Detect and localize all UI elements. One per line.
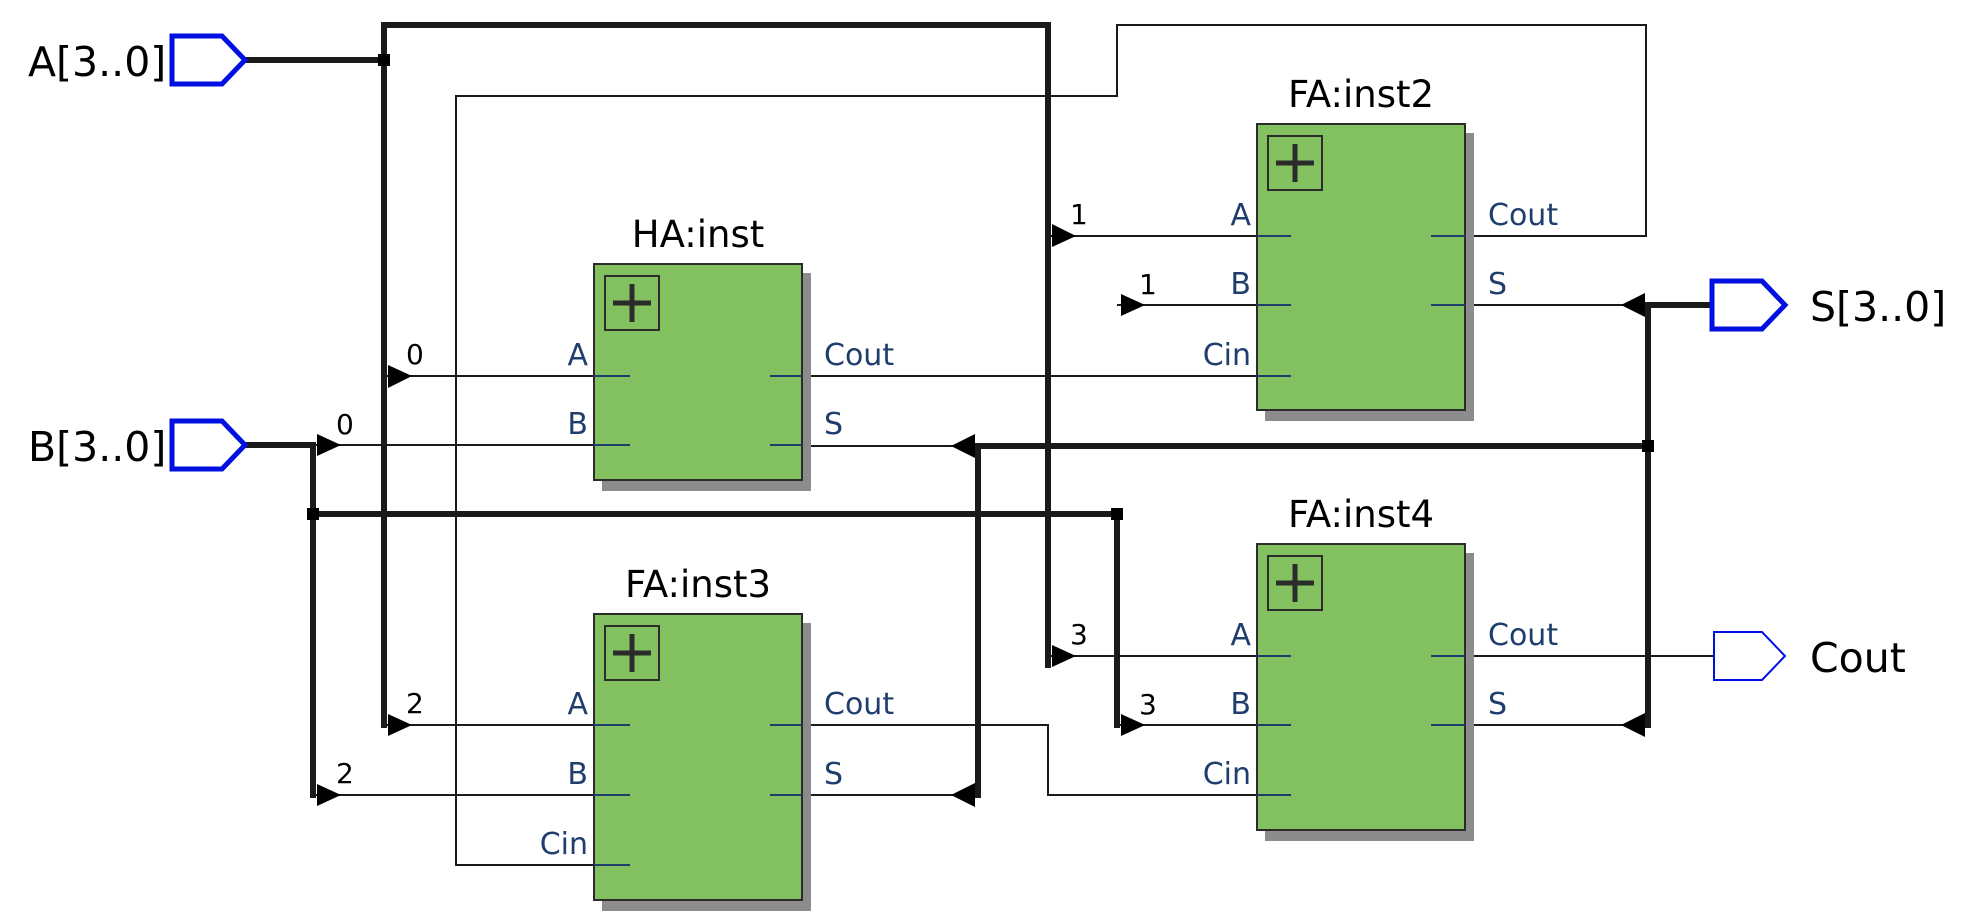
bit-label-fa2-b: 1 <box>1139 268 1157 301</box>
s-bus-line[interactable] <box>975 302 1715 798</box>
tap-a2-arrow <box>388 714 412 736</box>
tap-b0-arrow <box>317 434 341 456</box>
output-port-icon <box>1709 278 1789 332</box>
plus-box-icon <box>1267 555 1323 611</box>
junction-b-right <box>1111 508 1123 520</box>
output-port-icon <box>1713 631 1787 681</box>
bit-labels: 0 0 1 1 2 2 3 3 <box>336 198 1157 790</box>
port-label-b: B[3..0] <box>28 423 166 471</box>
tap-b2-arrow <box>317 784 341 806</box>
wires <box>242 22 1715 866</box>
port-label-cout: Cout <box>1810 634 1906 682</box>
pin-b: B <box>1230 267 1251 302</box>
block-title: FA:inst4 <box>1288 493 1434 536</box>
input-port-icon <box>169 418 249 472</box>
pin-cout: Cout <box>1488 618 1558 653</box>
wire-fa2-cout-to-fa3-cin[interactable] <box>455 24 1647 866</box>
pin-b: B <box>567 407 588 442</box>
junction-a <box>378 54 390 66</box>
block-body <box>593 613 803 901</box>
tap-s2-arrow <box>951 783 975 807</box>
block-body <box>1256 543 1466 831</box>
pin-a: A <box>1230 618 1251 653</box>
tap-b3-arrow <box>1121 714 1145 736</box>
junction-s <box>1642 440 1654 452</box>
tap-a3-arrow <box>1052 645 1076 667</box>
port-label-a: A[3..0] <box>28 38 166 86</box>
pin-cout: Cout <box>1488 198 1558 233</box>
pin-a: A <box>1230 198 1251 233</box>
junctions <box>307 54 1654 520</box>
block-fa-inst2[interactable]: FA:inst2 A B Cin Cout S <box>1203 73 1559 421</box>
plus-box-icon <box>604 625 660 681</box>
bit-label-fa2-a: 1 <box>1070 198 1088 231</box>
pin-stubs <box>594 375 802 446</box>
tap-a1-arrow <box>1052 224 1076 247</box>
bus-taps <box>317 224 1645 807</box>
tap-a0-arrow <box>388 365 412 388</box>
pin-b: B <box>1230 687 1251 722</box>
plus-box-icon <box>604 275 660 331</box>
wire-fa3-cout-to-fa4-cin[interactable] <box>770 724 1291 796</box>
a-bus-line[interactable] <box>242 22 1051 728</box>
pin-s: S <box>1488 687 1507 722</box>
tap-b1-arrow <box>1121 294 1145 316</box>
pin-s: S <box>824 407 843 442</box>
port-label-s: S[3..0] <box>1810 283 1946 331</box>
pin-b: B <box>567 757 588 792</box>
input-port-icon <box>169 33 249 87</box>
tap-s0-arrow <box>951 434 975 458</box>
plus-box-icon <box>1267 135 1323 191</box>
tap-s3-arrow <box>1621 713 1645 737</box>
bit-label-ha-b: 0 <box>336 408 354 441</box>
tap-s1-arrow <box>1621 293 1645 317</box>
pin-cin: Cin <box>540 827 588 862</box>
pin-stubs <box>1257 655 1465 796</box>
pin-cout: Cout <box>824 338 894 373</box>
block-fa-inst4[interactable]: FA:inst4 A B Cin Cout S <box>1203 493 1559 841</box>
block-ha-inst[interactable]: HA:inst A B Cout S <box>567 213 894 491</box>
output-port-s[interactable]: S[3..0] <box>1709 278 1946 332</box>
bit-label-fa3-b: 2 <box>336 757 354 790</box>
block-body <box>593 263 803 481</box>
bit-label-fa4-a: 3 <box>1070 618 1088 651</box>
block-fa-inst3[interactable]: FA:inst3 A B Cin Cout S <box>540 563 895 911</box>
junction-b-left <box>307 508 319 520</box>
pin-stubs <box>594 724 802 866</box>
pin-s: S <box>824 757 843 792</box>
bit-label-fa3-a: 2 <box>406 687 424 720</box>
block-title: FA:inst2 <box>1288 73 1434 116</box>
pin-a: A <box>567 338 588 373</box>
input-port-a[interactable]: A[3..0] <box>28 33 249 87</box>
pin-a: A <box>567 687 588 722</box>
pin-cout: Cout <box>824 687 894 722</box>
pin-s: S <box>1488 267 1507 302</box>
output-port-cout[interactable]: Cout <box>1713 631 1906 682</box>
pin-stubs <box>1257 235 1465 377</box>
bit-label-ha-a: 0 <box>406 338 424 371</box>
input-port-b[interactable]: B[3..0] <box>28 418 249 472</box>
pin-cin: Cin <box>1203 757 1251 792</box>
block-title: FA:inst3 <box>625 563 771 606</box>
bit-label-fa4-b: 3 <box>1139 688 1157 721</box>
pin-cin: Cin <box>1203 338 1251 373</box>
block-title: HA:inst <box>632 213 764 256</box>
block-body <box>1256 123 1466 411</box>
